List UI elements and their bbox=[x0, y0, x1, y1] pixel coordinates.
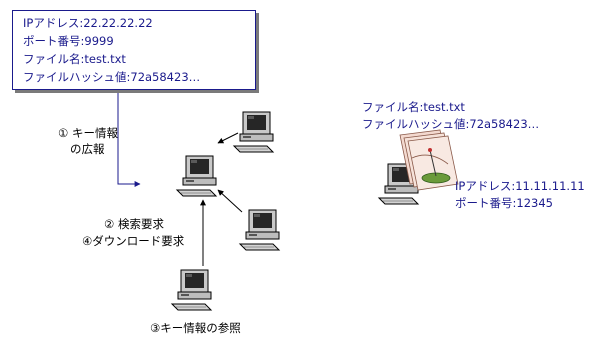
step-1-label-cont: の広報 bbox=[70, 142, 105, 156]
step-2-label: ② 検索要求 bbox=[104, 217, 164, 231]
file-name-label: ファイル名:test.txt bbox=[23, 52, 126, 66]
step-4-label: ④ダウンロード要求 bbox=[82, 234, 185, 248]
computer-icon bbox=[176, 155, 217, 197]
advertise-arrow bbox=[117, 92, 141, 187]
computer-icon bbox=[233, 111, 274, 153]
computer-icon bbox=[239, 209, 280, 251]
step-1-label: ① キー情報 bbox=[58, 126, 118, 140]
step-3-label: ③キー情報の参照 bbox=[150, 321, 241, 335]
peer-file-name: ファイル名:test.txt bbox=[362, 100, 465, 114]
key-info-box: IPアドレス:22.22.22.22 ポート番号:9999 ファイル名:test… bbox=[12, 10, 256, 90]
document-stack-icon bbox=[399, 129, 459, 191]
file-hash-label: ファイルハッシュ値:72a58423… bbox=[23, 70, 201, 84]
ip-address-label: IPアドレス:22.22.22.22 bbox=[23, 16, 153, 30]
arrow-topright bbox=[217, 132, 239, 144]
peer-address-info: IPアドレス:11.11.11.11 ポート番号:12345 bbox=[455, 178, 585, 212]
peer-file-info: ファイル名:test.txt ファイルハッシュ値:72a58423… bbox=[362, 99, 539, 133]
arrow-bottomright bbox=[217, 189, 243, 213]
peer-port-number: ポート番号:12345 bbox=[455, 196, 553, 210]
peer-ip-address: IPアドレス:11.11.11.11 bbox=[455, 179, 585, 193]
port-number-label: ポート番号:9999 bbox=[23, 34, 114, 48]
computer-icon bbox=[171, 269, 212, 311]
peer-file-hash: ファイルハッシュ値:72a58423… bbox=[362, 117, 540, 131]
